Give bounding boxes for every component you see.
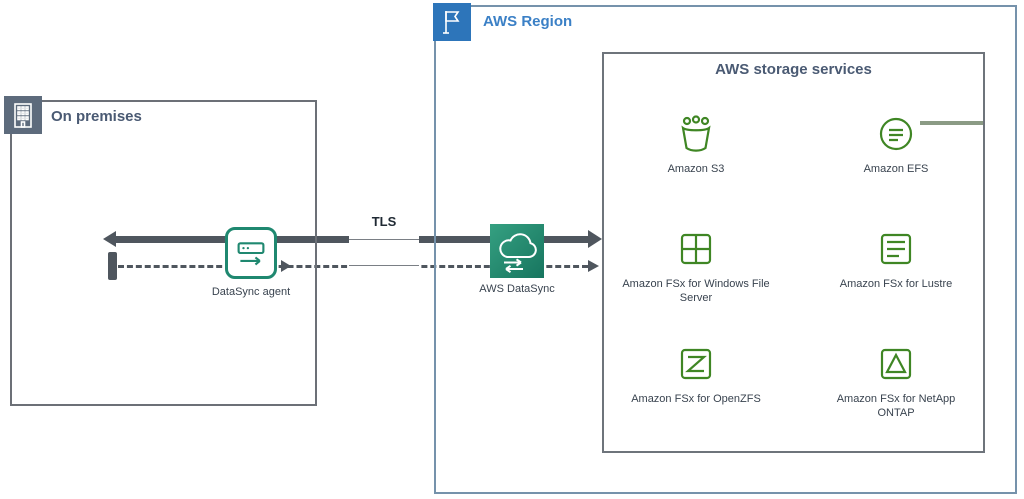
storage-services-box [602, 52, 985, 453]
storage-endpoint-stub [108, 252, 117, 280]
service-label: Amazon S3 [667, 163, 725, 175]
fsx-ontap-icon [872, 340, 920, 388]
efs-icon [872, 110, 920, 158]
on-premises-label: On premises [51, 108, 142, 125]
datasync-label: AWS DataSync [479, 283, 555, 295]
fsx-openzfs-icon [672, 340, 720, 388]
service-label: Amazon FSx for NetApp ONTAP [836, 393, 956, 419]
service-label: Amazon FSx for Lustre [839, 278, 953, 290]
s3-connector-line [920, 121, 984, 125]
building-icon [4, 96, 42, 134]
aws-region-label: AWS Region [483, 13, 573, 30]
arrow-right-icon [588, 230, 602, 248]
tls-label-box: TLS [349, 201, 419, 272]
service-label: Amazon FSx for OpenZFS [631, 393, 761, 405]
s3-icon [672, 110, 720, 158]
aws-region-box [434, 5, 1017, 494]
service-label: Amazon FSx for Windows File Server [622, 278, 770, 304]
arrow-right-icon [588, 260, 599, 272]
tls-thin-line [349, 239, 419, 240]
datasync-agent-icon [225, 227, 277, 279]
fsx-windows-icon [672, 225, 720, 273]
storage-services-label: AWS storage services [715, 61, 872, 78]
tls-label: TLS [371, 214, 397, 229]
region-flag-icon [433, 3, 471, 41]
datasync-agent-label: DataSync agent [211, 286, 291, 298]
tls-thin-line [349, 265, 419, 266]
service-label: Amazon EFS [863, 163, 929, 175]
on-premises-box [10, 100, 317, 406]
arrow-right-icon [281, 260, 291, 272]
arrow-left-icon [103, 231, 116, 247]
fsx-lustre-icon [872, 225, 920, 273]
datasync-icon [490, 224, 544, 278]
